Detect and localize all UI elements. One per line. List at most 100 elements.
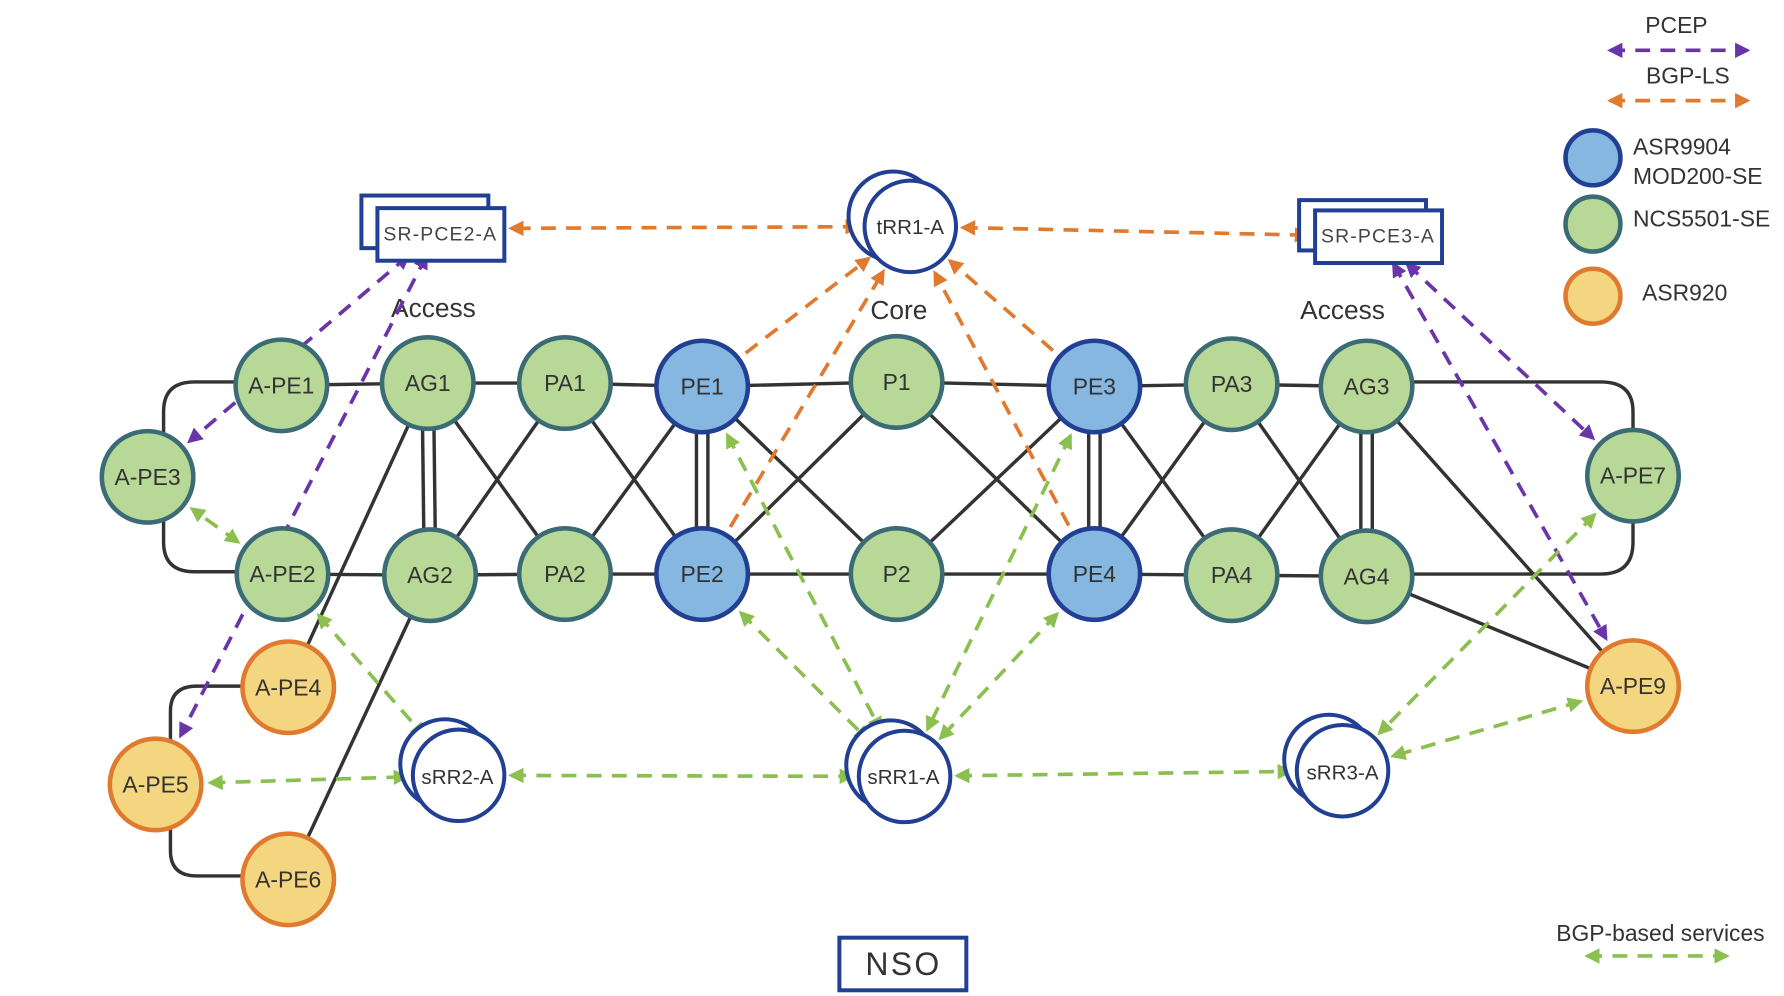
nso-frame xyxy=(837,935,969,993)
router-node-ag1[interactable]: AG1 xyxy=(379,335,476,432)
srr1-a[interactable]: sRR1-A xyxy=(844,718,953,825)
srr3-label: sRR3-A xyxy=(1307,762,1379,785)
router-node-pa3[interactable]: PA3 xyxy=(1183,336,1280,433)
router-node-label: A-PE2 xyxy=(249,561,315,587)
router-node-p1[interactable]: P1 xyxy=(848,333,945,430)
legend-ncs5501-label: NCS5501-SE xyxy=(1633,205,1770,231)
nso-box[interactable]: NSO xyxy=(837,935,969,993)
bgp-services-session-pe2-srr1-a xyxy=(738,610,870,742)
section-label-core: Core xyxy=(870,295,927,325)
ncs5501-node-circle xyxy=(1183,336,1280,433)
router-node-label: AG1 xyxy=(405,370,451,396)
srr1-label: sRR1-A xyxy=(867,766,939,789)
legend-bgpls-label: BGP-LS xyxy=(1646,62,1730,88)
asr9904-node-circle xyxy=(1046,526,1143,623)
router-node-label: PE2 xyxy=(681,561,724,587)
bgp-ls-session-pe4-trr1-a xyxy=(933,270,1071,527)
router-node-a-pe4[interactable]: A-PE4 xyxy=(240,639,337,736)
bgp-services-session-pe3-srr1-a xyxy=(925,433,1073,732)
router-node-label: AG2 xyxy=(407,562,453,588)
router-node-a-pe1[interactable]: A-PE1 xyxy=(233,337,330,434)
asr920-node-circle xyxy=(107,736,204,833)
router-node-label: A-PE7 xyxy=(1600,463,1666,489)
router-node-pe2[interactable]: PE2 xyxy=(654,526,751,623)
router-node-label: A-PE3 xyxy=(115,464,181,490)
asr920-node-circle xyxy=(240,639,337,736)
ncs5501-node-circle xyxy=(1318,338,1415,435)
srr3-a[interactable]: sRR3-A xyxy=(1282,712,1391,819)
router-node-label: A-PE6 xyxy=(255,866,321,892)
bgp-services-session-a-pe2-srr2-a xyxy=(316,613,426,739)
router-node-pe4[interactable]: PE4 xyxy=(1046,526,1143,623)
pce-box-front xyxy=(1313,208,1445,266)
bgp-ls-session-pe3-trr1-a xyxy=(947,258,1055,352)
trr1-a[interactable]: tRR1-A xyxy=(846,169,959,275)
router-node-ag4[interactable]: AG4 xyxy=(1318,528,1415,625)
router-node-label: PA2 xyxy=(544,561,586,587)
trr1-label: tRR1-A xyxy=(877,216,945,239)
bgp-services-session-srr1-a-srr3-a xyxy=(954,763,1294,784)
legend: PCEP BGP-LS ASR9904 MOD200-SE NCS5501-SE… xyxy=(1556,12,1770,964)
asr9904-node-circle xyxy=(654,338,751,435)
router-node-a-pe6[interactable]: A-PE6 xyxy=(240,831,337,928)
bgp-services-session-a-pe5-srr2-a xyxy=(207,769,410,791)
asr920-node-circle xyxy=(240,831,337,928)
router-node-pe1[interactable]: PE1 xyxy=(654,338,751,435)
router-nodes: A-PE1A-PE2A-PE3A-PE4A-PE5A-PE6AG1AG2PA1P… xyxy=(99,333,1682,928)
asr920-node-circle xyxy=(1584,638,1682,735)
bgp-services-session-pe4-srr1-a xyxy=(938,611,1059,741)
pce-box-front xyxy=(375,206,507,263)
section-label-access-right: Access xyxy=(1300,295,1385,325)
sr-pce3-a[interactable]: SR-PCE3-A xyxy=(1297,198,1445,266)
ncs5501-node-circle xyxy=(379,335,476,432)
ncs5501-node-circle xyxy=(99,428,196,525)
router-node-label: AG3 xyxy=(1344,374,1390,400)
asr9904-node-circle xyxy=(654,526,751,623)
bgp-services-session-pe1-srr1-a xyxy=(725,432,882,733)
session-lines xyxy=(178,219,1608,791)
router-node-pa1[interactable]: PA1 xyxy=(516,335,613,432)
section-label-access-left: Access xyxy=(391,293,476,323)
router-node-a-pe3[interactable]: A-PE3 xyxy=(99,428,196,525)
router-node-a-pe5[interactable]: A-PE5 xyxy=(107,736,204,833)
legend-ncs5501-swatch xyxy=(1563,194,1623,254)
router-node-label: PA3 xyxy=(1211,371,1253,397)
rr-ring-front xyxy=(856,728,953,825)
router-node-label: AG4 xyxy=(1344,563,1390,589)
router-node-a-pe7[interactable]: A-PE7 xyxy=(1584,427,1682,524)
bgp-ls-session-trr1-a-sr-pce3-a xyxy=(959,220,1311,243)
link-ag3-a-pe9 xyxy=(1365,385,1635,688)
ncs5501-node-circle xyxy=(234,526,331,623)
router-node-label: PE4 xyxy=(1073,561,1116,587)
ncs5501-node-circle xyxy=(233,337,330,434)
rr-ring-front xyxy=(862,178,959,275)
pcep-session-sr-pce2-a-a-pe5 xyxy=(178,253,428,739)
router-node-pa2[interactable]: PA2 xyxy=(516,526,613,623)
router-node-label: PE3 xyxy=(1073,374,1116,400)
router-node-label: A-PE4 xyxy=(255,674,321,700)
router-node-a-pe9[interactable]: A-PE9 xyxy=(1584,638,1682,735)
router-node-label: A-PE5 xyxy=(123,771,189,797)
router-node-p2[interactable]: P2 xyxy=(848,526,945,623)
legend-asr9904-line1: ASR9904 xyxy=(1633,133,1731,159)
srr2-a[interactable]: sRR2-A xyxy=(398,717,507,824)
router-node-ag3[interactable]: AG3 xyxy=(1318,338,1415,435)
bgp-services-session-a-pe9-srr3-a xyxy=(1390,697,1584,760)
ncs5501-node-circle xyxy=(516,526,613,623)
router-node-label: P1 xyxy=(883,369,911,395)
router-node-ag2[interactable]: AG2 xyxy=(381,527,479,624)
router-node-pa4[interactable]: PA4 xyxy=(1183,527,1280,624)
rr-ring-front xyxy=(410,727,507,824)
legend-asr9904-line2: MOD200-SE xyxy=(1633,163,1763,189)
sr-pce2-a[interactable]: SR-PCE2-A xyxy=(359,193,507,263)
ncs5501-node-circle xyxy=(848,333,945,430)
router-node-label: A-PE9 xyxy=(1600,673,1666,699)
router-node-pe3[interactable]: PE3 xyxy=(1046,338,1143,435)
ncs5501-node-circle xyxy=(1584,427,1682,524)
bgp-services-session-a-pe2-a-pe3 xyxy=(189,507,241,544)
legend-asr920-swatch xyxy=(1563,266,1623,326)
sr-pce3-label: SR-PCE3-A xyxy=(1321,226,1435,248)
ncs5501-node-circle xyxy=(1183,527,1280,624)
router-node-a-pe2[interactable]: A-PE2 xyxy=(234,526,331,623)
nso-label: NSO xyxy=(865,946,941,982)
